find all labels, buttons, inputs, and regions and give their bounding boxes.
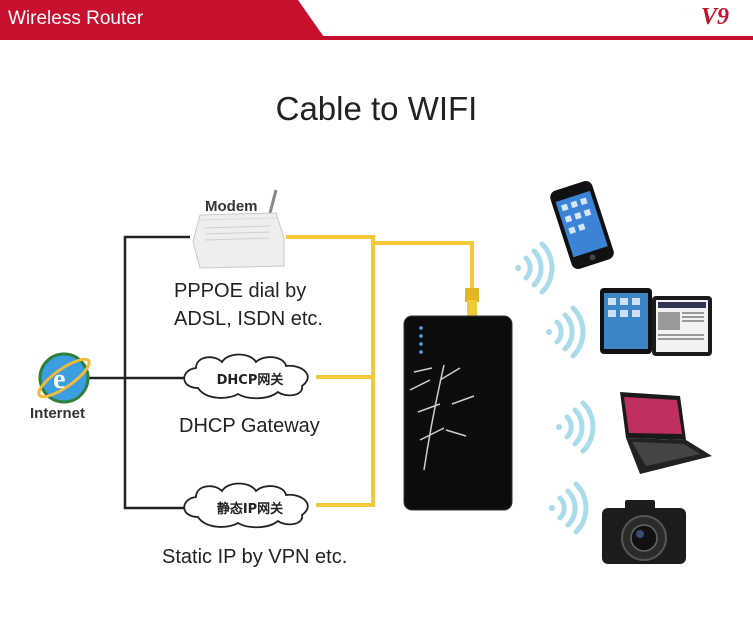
static-ip-cloud: [183, 482, 309, 529]
svg-text:e: e: [53, 364, 65, 395]
dhcp-cloud: [183, 353, 309, 400]
laptop-icon: [620, 392, 712, 474]
modem-label: Modem: [205, 198, 258, 215]
wifi-signal-1: [515, 241, 555, 295]
internet-globe-icon: e: [37, 352, 91, 404]
modem-icon: [192, 189, 285, 269]
rj45-connector: [465, 288, 479, 318]
static-ip-cloud-label: 静态IP网关: [216, 502, 284, 517]
wifi-signal-2: [546, 305, 586, 359]
model-badge: V9: [700, 4, 729, 30]
camera-icon: [602, 500, 686, 564]
static-ip-label: Static IP by VPN etc.: [162, 546, 348, 568]
header-title: Wireless Router: [8, 8, 144, 29]
pppoe-label-line2: ADSL, ISDN etc.: [174, 308, 323, 330]
dhcp-gateway-label: DHCP Gateway: [179, 415, 320, 437]
tablet-icon: [600, 288, 712, 356]
wifi-signal-3: [556, 400, 596, 454]
router-device: [403, 315, 513, 511]
header-banner: Wireless Router V9: [0, 0, 753, 40]
connection-lines: [88, 235, 190, 510]
dhcp-cloud-label: DHCP网关: [216, 373, 284, 388]
wifi-signal-4: [549, 481, 589, 535]
internet-label: Internet: [30, 405, 86, 422]
diagram-title: Cable to WIFI: [275, 90, 478, 127]
smartphone-icon: [550, 181, 614, 269]
cable-lines: [286, 235, 474, 507]
wifi-signals: [515, 241, 596, 535]
header-shape: [0, 0, 753, 40]
pppoe-label-line1: PPPOE dial by: [174, 280, 307, 302]
